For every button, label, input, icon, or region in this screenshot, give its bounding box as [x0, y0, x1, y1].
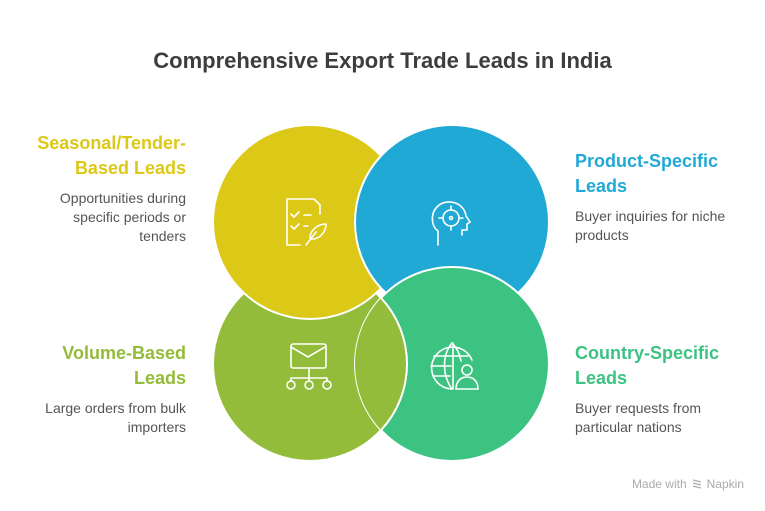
title-line: Volume-Based	[62, 343, 186, 363]
globe-user-icon	[430, 342, 479, 390]
desc-line: Large orders from bulk	[45, 400, 186, 416]
checklist-quill-icon	[286, 198, 327, 246]
desc-line: products	[575, 227, 629, 243]
title-line: Based Leads	[74, 158, 186, 178]
napkin-watermark: Made with Napkin	[632, 477, 744, 491]
seasonal-leads-block: Seasonal/Tender- Based Leads Opportunitie…	[11, 131, 186, 246]
desc-line: particular nations	[575, 419, 682, 435]
desc-line: Opportunities during	[59, 190, 186, 206]
desc-line: importers	[127, 419, 186, 435]
napkin-brand: Napkin	[706, 477, 744, 491]
desc-line: tenders	[139, 228, 186, 244]
product-description: Buyer inquiries for niche products	[575, 207, 750, 245]
title-line: Leads	[575, 176, 628, 196]
page-title: Comprehensive Export Trade Leads in Indi…	[153, 48, 612, 73]
made-with-label: Made with	[631, 477, 687, 491]
desc-line: Buyer requests from	[575, 400, 702, 416]
title-line: Seasonal/Tender-	[37, 133, 186, 153]
desc-line: specific periods or	[73, 209, 186, 225]
napkin-logo-icon	[692, 479, 701, 489]
title-line: Country-Specific	[575, 343, 720, 363]
head-target-icon	[431, 201, 472, 246]
title-line: Leads	[133, 368, 186, 388]
volume-description: Large orders from bulk importers	[11, 399, 186, 437]
title-line: Leads	[575, 368, 628, 388]
country-description: Buyer requests from particular nations	[575, 399, 750, 437]
seasonal-description: Opportunities during specific periods or t…	[11, 189, 186, 246]
seasonal-title: Seasonal/Tender- Based Leads	[11, 131, 186, 181]
title-line: Product-Specific	[575, 151, 719, 171]
desc-line: Buyer inquiries for niche	[575, 208, 726, 224]
mail-network-icon	[286, 343, 332, 390]
